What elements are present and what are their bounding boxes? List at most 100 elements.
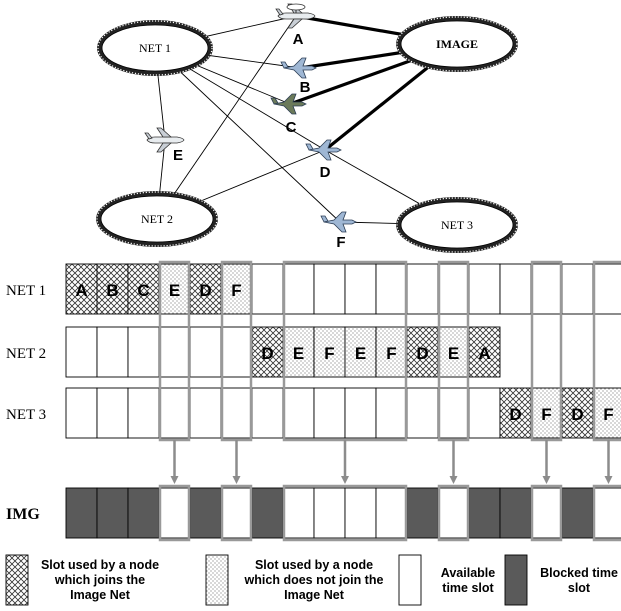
slot-node-label: E [169, 281, 180, 300]
time-slot-avail [530, 263, 563, 315]
slot-node-label: F [386, 344, 396, 363]
time-slot-avail [406, 387, 439, 439]
awacs-aircraft-icon [275, 3, 316, 29]
slot-row-4: IMG [6, 487, 621, 539]
time-slot-avail [220, 326, 253, 378]
aircraft-label: B [300, 79, 311, 96]
aircraft-label: F [336, 234, 345, 251]
highlight-img-slot [530, 484, 563, 542]
time-slot-avail [375, 387, 408, 439]
network-ring-ticks [96, 191, 218, 247]
aircraft-label: C [286, 119, 297, 136]
time-slot-avail [437, 263, 470, 315]
slot-node-label: E [448, 344, 459, 363]
time-slot-avail [437, 387, 470, 439]
jet-body [270, 93, 307, 115]
aircraft-label: A [293, 31, 304, 48]
slot-node-label: F [324, 344, 334, 363]
highlight-img-slot [592, 484, 621, 542]
time-slot-avail [65, 387, 98, 439]
time-slot-nojoin [220, 263, 253, 315]
time-slot-avail [313, 263, 346, 315]
network-label: NET 2 [141, 212, 173, 226]
time-slot-blocked [561, 487, 594, 539]
row-label: NET 3 [6, 407, 46, 423]
legend-text-line: Blocked time [540, 566, 618, 580]
wings [144, 127, 173, 153]
time-slot-avail [189, 387, 222, 439]
time-slot-avail [437, 487, 470, 539]
legend-text-line: Slot used by a node [41, 558, 159, 572]
network-ring-ticks [97, 20, 213, 76]
time-slot-join [65, 263, 98, 315]
time-slot-join [499, 387, 532, 439]
time-slot-avail [158, 326, 191, 378]
slot-node-label: D [509, 405, 521, 424]
time-slot-avail [96, 326, 129, 378]
slot-mapping-arrows [170, 440, 613, 484]
time-slot-blocked [251, 487, 284, 539]
legend-text-line: time slot [442, 581, 494, 595]
time-slot-join [189, 263, 222, 315]
legend-swatch [5, 554, 29, 606]
time-slot-avail [282, 387, 315, 439]
time-slot-avail [251, 263, 284, 315]
time-slot-nojoin [375, 326, 408, 378]
time-slot-avail [530, 487, 563, 539]
time-slot-avail [375, 263, 408, 315]
slot-node-label: D [199, 281, 211, 300]
network-label: NET 1 [139, 41, 171, 55]
legend-swatch [398, 554, 422, 606]
time-slot-blocked [499, 487, 532, 539]
net-link-net2-A [156, 15, 297, 220]
time-slot-nojoin [592, 387, 621, 439]
time-slot-avail [468, 263, 501, 315]
time-slot-avail [127, 326, 160, 378]
time-slot-join [96, 263, 129, 315]
time-slot-join [127, 263, 160, 315]
network-ring-ticks [396, 197, 518, 253]
row-label: NET 2 [6, 346, 46, 362]
network-ring-inner [400, 20, 514, 68]
slot-node-label: E [293, 344, 304, 363]
legend-text-line: Available [441, 566, 495, 580]
highlight-img-slot [220, 484, 253, 542]
time-slot-avail [158, 387, 191, 439]
slot-node-label: C [137, 281, 149, 300]
slot-node-label: A [478, 344, 490, 363]
highlight-img-slot [437, 484, 470, 542]
time-slot-avail [96, 387, 129, 439]
network-ring-inner [101, 24, 209, 72]
network-label: NET 3 [441, 218, 473, 232]
aircraft-C: C [270, 93, 307, 136]
time-slot-nojoin [313, 326, 346, 378]
slot-node-label: F [231, 281, 241, 300]
legend-swatch [504, 554, 528, 606]
time-slot-avail [344, 263, 377, 315]
network-ring-inner [400, 201, 514, 249]
time-slot-avail [127, 387, 160, 439]
time-slot-avail [592, 263, 621, 315]
slot-node-label: A [75, 281, 87, 300]
jet-body [280, 57, 317, 79]
row-label: IMG [6, 506, 40, 523]
legend-text-line: which does not join the [244, 573, 384, 587]
network-node-net2: NET 2 [96, 191, 218, 247]
time-slot-avail [344, 487, 377, 539]
time-slot-avail [561, 263, 594, 315]
network-ring-ticks [396, 16, 518, 72]
network-node-net1: NET 1 [97, 20, 213, 76]
aircraft-B: B [280, 57, 317, 96]
time-slot-avail [375, 487, 408, 539]
slot-node-label: F [541, 405, 551, 424]
